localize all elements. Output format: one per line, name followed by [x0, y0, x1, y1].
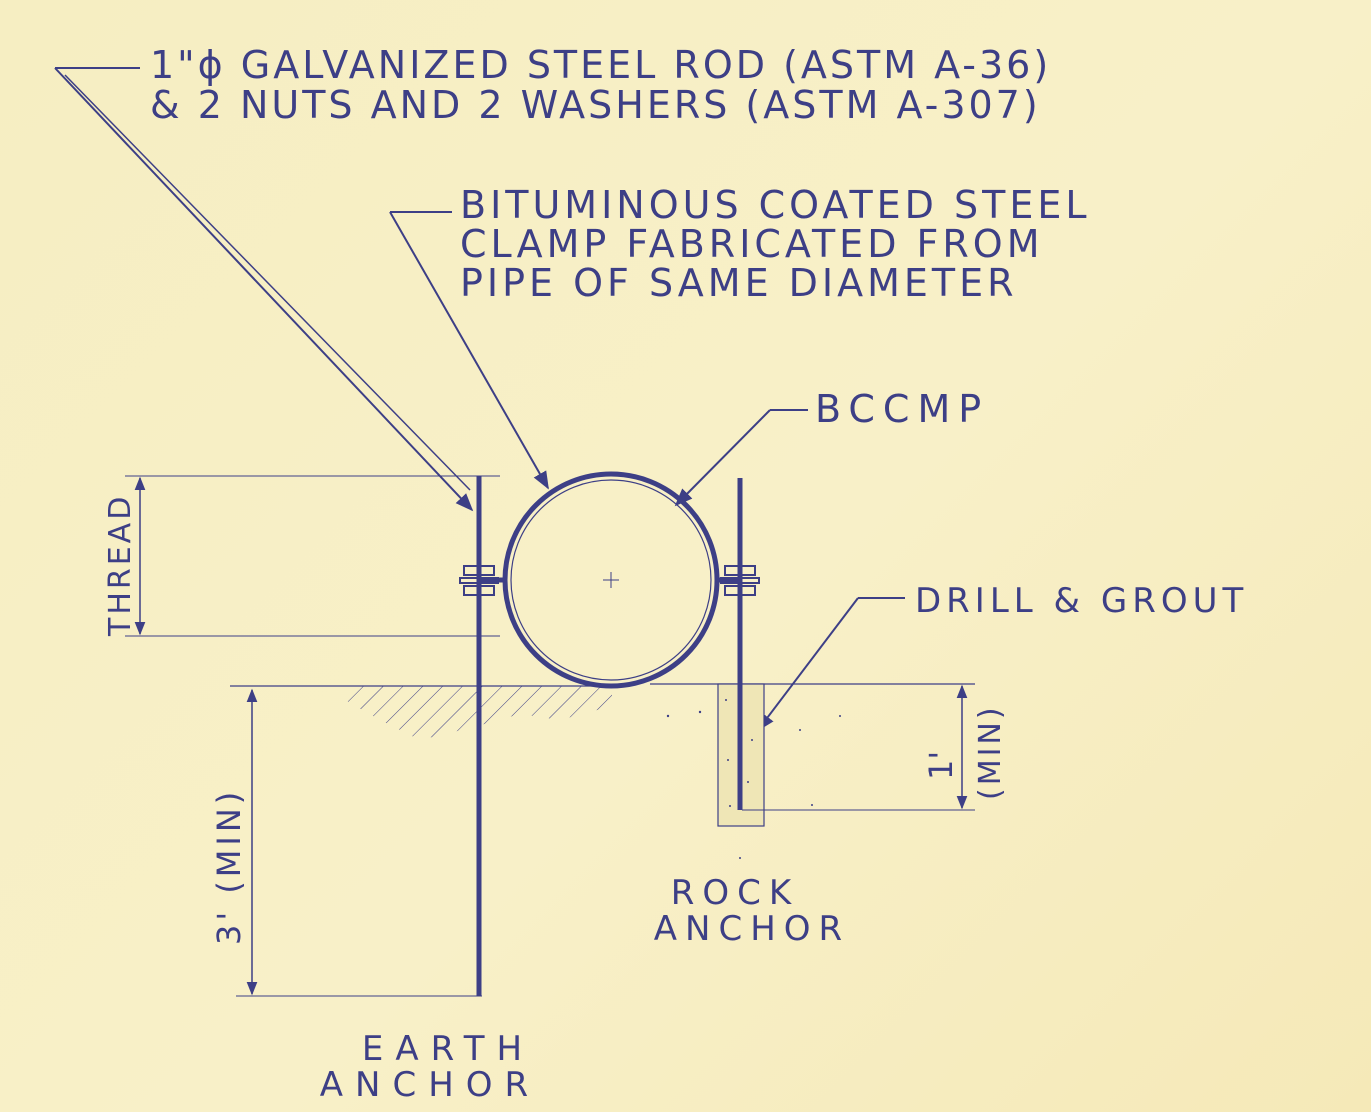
rod-leader-line-2 [64, 74, 471, 491]
clamp-note-line3: PIPE OF SAME DIAMETER [460, 261, 1018, 305]
pipe-inner [510, 479, 712, 681]
rod-note: 1"ϕ GALVANIZED STEEL ROD (ASTM A-36) & 2… [54, 43, 1051, 512]
pipe-note-label: BCCMP [815, 387, 989, 431]
clamp-note: BITUMINOUS COATED STEEL CLAMP FABRICATED… [389, 183, 1091, 490]
rock-anchor-caption: ROCK ANCHOR [654, 873, 850, 949]
earth-caption-1: EARTH [362, 1029, 534, 1069]
grout-stipple [666, 699, 841, 859]
clamp-note-line2: CLAMP FABRICATED FROM [460, 222, 1044, 266]
pipe-leader-arrow [674, 409, 771, 507]
earth-anchor-caption: EARTH ANCHOR [320, 1029, 540, 1105]
clamp-leader-arrow [389, 211, 549, 490]
rock-caption-2: ANCHOR [654, 909, 850, 949]
nut-left-bottom [463, 585, 495, 596]
ground-earth [230, 685, 612, 740]
earth-caption-2: ANCHOR [320, 1065, 540, 1105]
earth-depth-dimension: 3' (MIN) [210, 688, 482, 997]
nut-left-top [463, 565, 495, 576]
nut-right-bottom [724, 585, 756, 596]
washer-left [459, 577, 499, 584]
earth-depth-label: 3' (MIN) [210, 788, 248, 945]
rod-leader-arrow-1 [54, 67, 474, 512]
nut-right-top [724, 565, 756, 576]
rod-note-line2: & 2 NUTS AND 2 WASHERS (ASTM A-307) [150, 83, 1041, 127]
clamp-note-line1: BITUMINOUS COATED STEEL [460, 183, 1091, 227]
washer-right [720, 577, 760, 584]
rock-depth-note: (MIN) [973, 704, 1008, 800]
drill-note: DRILL & GROUT [756, 581, 1248, 732]
pipe-note: BCCMP [674, 387, 989, 507]
rock-depth-value: 1' [922, 751, 960, 780]
thread-dimension: THREAD [103, 475, 500, 637]
thread-label: THREAD [103, 494, 138, 637]
rock-depth-dimension: 1' (MIN) [742, 684, 1008, 811]
rod-note-line1: 1"ϕ GALVANIZED STEEL ROD (ASTM A-36) [150, 43, 1051, 87]
rock-caption-1: ROCK [671, 873, 799, 913]
drill-leader-arrow [756, 597, 859, 732]
pipe-clamp [459, 471, 760, 689]
drill-note-label: DRILL & GROUT [915, 581, 1248, 621]
